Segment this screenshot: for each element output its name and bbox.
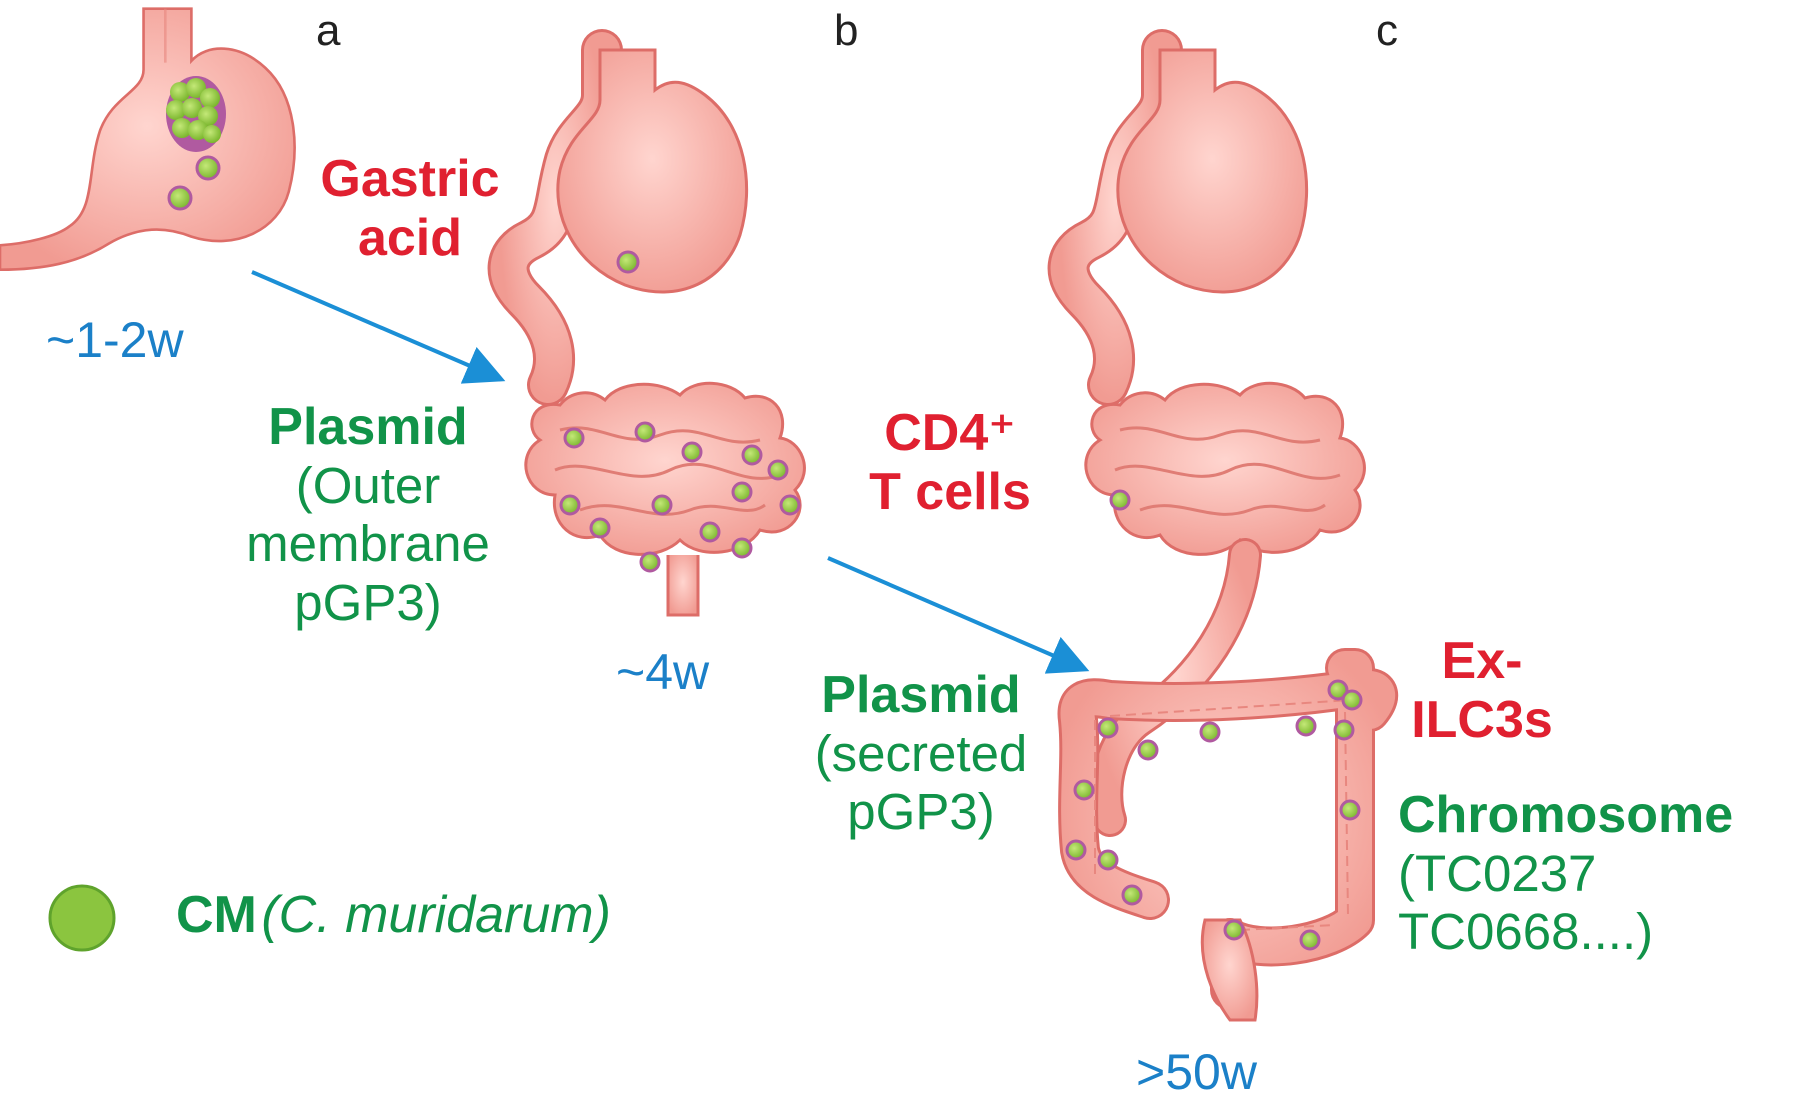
plasmid-line: (secreted — [814, 725, 1028, 783]
bacterium-icon — [1109, 489, 1131, 511]
small-intestine-icon — [1084, 381, 1366, 837]
panel-label-b: b — [834, 6, 859, 55]
factor-line: Gastric — [320, 150, 500, 208]
legend-bacterium-icon — [48, 884, 116, 952]
gene-line: TC0668....) — [1398, 903, 1654, 961]
plasmid-line: (Outer — [295, 457, 441, 515]
plasmid-title: Plasmid — [821, 666, 1021, 724]
chromosome-genes: Chromosome (TC0237 TC0668....) — [1398, 786, 1733, 962]
stomach-icon — [0, 7, 296, 272]
plasmid-line: membrane — [246, 515, 490, 573]
chromosome-title: Chromosome — [1398, 786, 1734, 844]
panel-label-c: c — [1376, 6, 1398, 55]
small-intestine-icon — [524, 381, 806, 617]
timepoint-c: >50w — [1136, 1044, 1257, 1100]
arrow-icon — [251, 270, 506, 384]
factor-ex-ilc3s: Ex- ILC3s — [1402, 632, 1562, 751]
timepoint-a: ~1-2w — [46, 312, 184, 368]
gene-line: (TC0237 — [1398, 845, 1597, 903]
stomach-icon — [1047, 29, 1309, 406]
legend-species: (C. muridarum) — [261, 886, 611, 944]
timepoint-b: ~4w — [616, 644, 710, 700]
bacteria-cluster — [166, 76, 226, 211]
plasmid-secreted: Plasmid (secreted pGP3) — [786, 666, 1056, 842]
bacterium-icon — [1065, 679, 1363, 951]
factor-line: CD4⁺ — [884, 404, 1016, 462]
legend: CM (C. muridarum) — [176, 886, 611, 945]
plasmid-line: pGP3) — [847, 783, 995, 841]
arrow-icon — [827, 556, 1090, 674]
stomach-icon — [487, 29, 749, 406]
factor-cd4-t-cells: CD4⁺ T cells — [840, 404, 1060, 523]
factor-line: Ex- — [1441, 632, 1523, 690]
panel-label-a: a — [316, 6, 341, 55]
plasmid-line: pGP3) — [294, 573, 442, 631]
factor-line: acid — [357, 209, 463, 268]
factor-line: ILC3s — [1411, 691, 1553, 750]
factor-gastric-acid: Gastric acid — [300, 150, 520, 269]
legend-abbr: CM — [176, 886, 257, 944]
plasmid-outer-membrane: Plasmid (Outer membrane pGP3) — [218, 398, 518, 632]
bacterium-icon — [559, 421, 801, 573]
factor-line: T cells — [869, 463, 1031, 522]
plasmid-title: Plasmid — [268, 398, 468, 456]
